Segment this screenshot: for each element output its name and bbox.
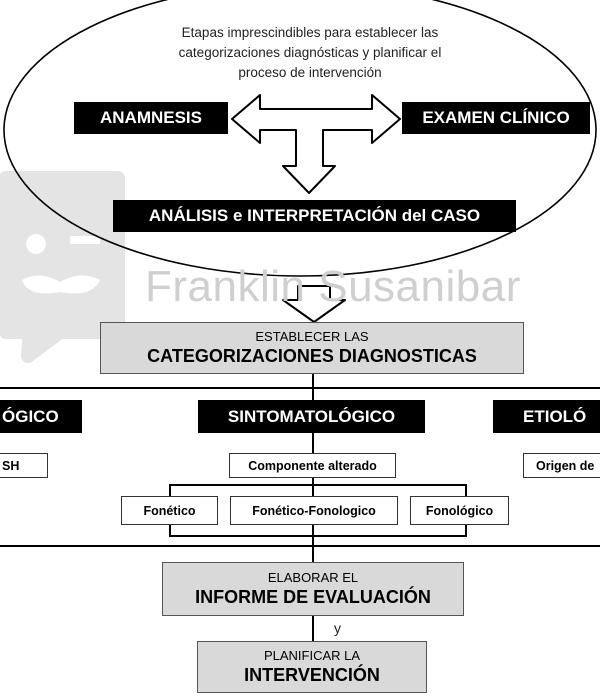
stage-analysis: ANÁLISIS e INTERPRETACIÓN del CASO xyxy=(113,200,516,232)
stage-exam: EXAMEN CLÍNICO xyxy=(402,102,590,134)
categorization-line2: CATEGORIZACIONES DIAGNOSTICAS xyxy=(147,346,477,366)
plan-line1: PLANIFICAR LA xyxy=(263,648,361,663)
categorization-box: ESTABLECER LAS CATEGORIZACIONES DIAGNOST… xyxy=(100,322,524,374)
component-box: Fonético-Fonologico xyxy=(230,496,398,525)
center-subbox: Componente alterado xyxy=(229,453,396,478)
stages-ellipse xyxy=(3,0,597,277)
category-left: ÓGICO xyxy=(0,400,82,433)
intro-line: categorizaciones diagnósticas y planific… xyxy=(178,45,442,60)
plan-box: PLANIFICAR LA INTERVENCIÓN xyxy=(197,641,427,693)
left-subbox: SH xyxy=(0,453,48,478)
intro-line: Etapas imprescindibles para establecer l… xyxy=(181,25,439,40)
double-arrow-t-icon xyxy=(231,94,401,194)
component-box: Fonológico xyxy=(410,496,509,525)
report-box: ELABORAR EL INFORME DE EVALUACIÓN xyxy=(162,562,464,616)
watermark-text: Franklin Susanibar xyxy=(145,262,521,311)
report-line1: ELABORAR EL xyxy=(267,570,359,585)
intro-text: Etapas imprescindibles para establecer l… xyxy=(140,23,480,83)
right-subbox: Origen de xyxy=(523,453,600,478)
plan-line2: INTERVENCIÓN xyxy=(244,665,380,685)
down-arrow-icon xyxy=(282,285,346,323)
categorization-line1: ESTABLECER LAS xyxy=(255,329,369,344)
component-box: Fonético xyxy=(121,496,218,525)
connector-y: y xyxy=(334,620,341,636)
category-center: SINTOMATOLÓGICO xyxy=(198,400,425,433)
stage-anamnesis: ANAMNESIS xyxy=(74,102,228,134)
category-right: ETIOLÓ xyxy=(493,400,600,433)
report-line2: INFORME DE EVALUACIÓN xyxy=(195,587,431,607)
intro-line: proceso de intervención xyxy=(238,65,382,80)
